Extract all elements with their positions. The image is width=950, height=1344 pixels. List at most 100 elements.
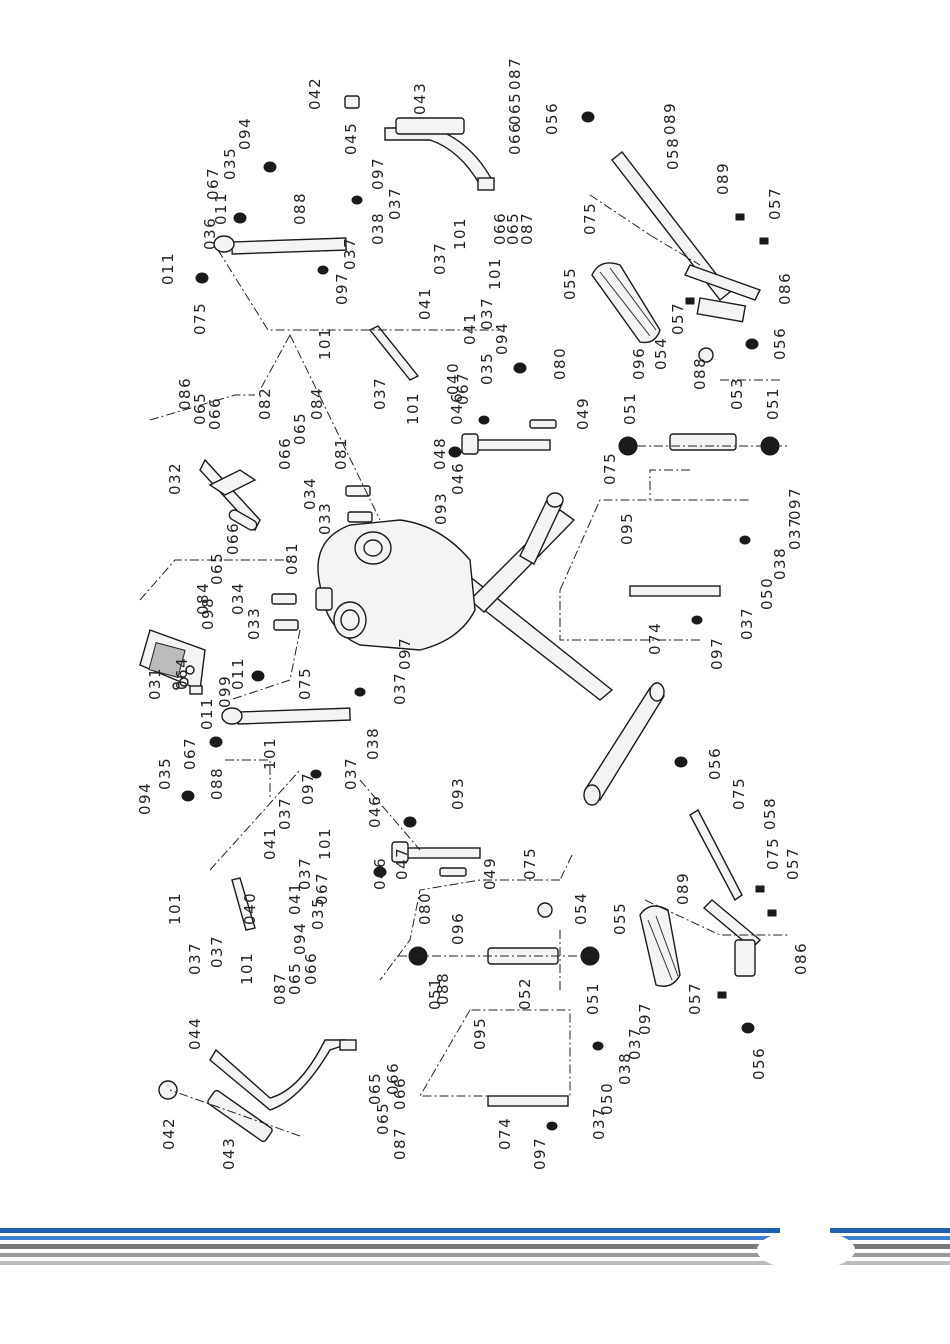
footer-stripe-1	[0, 1228, 780, 1233]
lower-handle-tube	[158, 1039, 357, 1143]
part-label-038b: 038	[616, 1052, 634, 1085]
part-label-035b: 035	[309, 897, 327, 930]
part-label-093a: 093	[449, 777, 467, 810]
part-label-074b: 074	[646, 622, 664, 655]
pedal-left	[639, 756, 777, 1034]
part-label-065a: 065	[286, 962, 304, 995]
part-label-094a: 094	[136, 782, 154, 815]
part-label-037c: 037	[186, 942, 204, 975]
part-label-101e: 101	[316, 327, 334, 360]
part-label-040a: 040	[241, 892, 259, 925]
part-label-035c: 035	[221, 147, 239, 180]
part-label-037n: 037	[738, 607, 756, 640]
part-label-056d: 056	[771, 327, 789, 360]
footer-stripe-right-1	[830, 1228, 950, 1233]
part-label-037d: 037	[342, 757, 360, 790]
part-label-084b: 084	[194, 582, 212, 615]
part-label-084a: 084	[308, 387, 326, 420]
part-label-087a: 087	[271, 972, 289, 1005]
part-label-094b: 094	[291, 922, 309, 955]
shafts	[271, 485, 373, 631]
left-arm-upper	[195, 161, 363, 284]
part-label-033b: 033	[245, 607, 263, 640]
part-label-088b: 088	[434, 972, 452, 1005]
part-label-011d: 011	[212, 192, 230, 225]
part-label-011c: 011	[159, 252, 177, 285]
part-label-050b: 050	[758, 577, 776, 610]
part-label-080a: 080	[416, 892, 434, 925]
pivot-tubes	[373, 362, 557, 878]
part-label-075g: 075	[581, 202, 599, 235]
part-label-075f: 075	[601, 452, 619, 485]
part-label-049b: 049	[574, 397, 592, 430]
part-label-094c: 094	[236, 117, 254, 150]
part-label-075d: 075	[730, 777, 748, 810]
part-label-067d: 067	[454, 372, 472, 405]
part-label-101g: 101	[486, 257, 504, 290]
connecting-tubes	[487, 535, 751, 1131]
part-label-055a: 055	[611, 902, 629, 935]
part-label-096a: 096	[449, 912, 467, 945]
crank-tubes	[408, 347, 780, 966]
part-label-036: 036	[201, 217, 219, 250]
footer-stripe-right-3	[830, 1244, 950, 1249]
part-label-097d: 097	[636, 1002, 654, 1035]
part-label-057d: 057	[669, 302, 687, 335]
part-label-053: 053	[728, 377, 746, 410]
part-label-037j: 037	[371, 377, 389, 410]
part-label-057c: 057	[766, 187, 784, 220]
part-label-046c: 046	[448, 392, 466, 425]
part-label-037k: 037	[431, 242, 449, 275]
part-label-065e: 065	[191, 392, 209, 425]
part-label-081a: 081	[332, 437, 350, 470]
part-label-075b: 075	[521, 847, 539, 880]
part-label-050a: 050	[598, 1082, 616, 1115]
part-label-097e: 097	[333, 272, 351, 305]
part-label-067c: 067	[204, 167, 222, 200]
mid-arms	[231, 325, 420, 931]
upper-handle-tube	[344, 95, 495, 191]
part-label-066g: 066	[224, 522, 242, 555]
part-label-066b: 066	[391, 1077, 409, 1110]
part-label-033a: 033	[316, 502, 334, 535]
part-label-058a: 058	[761, 797, 779, 830]
part-label-097g: 097	[786, 487, 804, 520]
part-label-075a: 075	[296, 667, 314, 700]
part-label-041d: 041	[461, 312, 479, 345]
part-label-065f: 065	[291, 412, 309, 445]
part-label-097h: 097	[708, 637, 726, 670]
part-label-056c: 056	[543, 102, 561, 135]
footer-stripe-right-4	[830, 1253, 950, 1257]
part-label-066e: 066	[206, 397, 224, 430]
part-label-037o: 037	[208, 935, 226, 968]
part-label-037m: 037	[786, 517, 804, 550]
part-label-082: 082	[256, 387, 274, 420]
part-label-044: 044	[186, 1017, 204, 1050]
part-label-037l: 037	[478, 297, 496, 330]
part-label-099: 099	[216, 675, 234, 708]
footer-stripe-3	[0, 1244, 780, 1249]
part-label-037f: 037	[590, 1107, 608, 1140]
part-label-095b: 095	[618, 512, 636, 545]
part-label-011a: 011	[198, 697, 216, 730]
main-frame	[315, 492, 665, 806]
part-label-086c: 086	[776, 272, 794, 305]
part-label-088a: 088	[208, 767, 226, 800]
part-label-038a: 038	[364, 727, 382, 760]
part-label-037i: 037	[386, 187, 404, 220]
part-label-094d: 094	[493, 322, 511, 355]
part-label-046a: 046	[366, 795, 384, 828]
part-label-043a: 043	[220, 1137, 238, 1170]
pedal-right	[581, 111, 769, 350]
part-label-087c: 087	[506, 57, 524, 90]
part-label-054a: 054	[572, 892, 590, 925]
part-label-098: 098	[199, 597, 217, 630]
part-label-041c: 041	[416, 287, 434, 320]
part-label-054b: 054	[652, 337, 670, 370]
part-label-067b: 067	[313, 872, 331, 905]
part-label-056a: 056	[750, 1047, 768, 1080]
part-label-041a: 041	[261, 827, 279, 860]
handlebar-top	[199, 458, 261, 532]
left-arm-lower	[181, 670, 366, 802]
part-label-011b: 011	[229, 657, 247, 690]
